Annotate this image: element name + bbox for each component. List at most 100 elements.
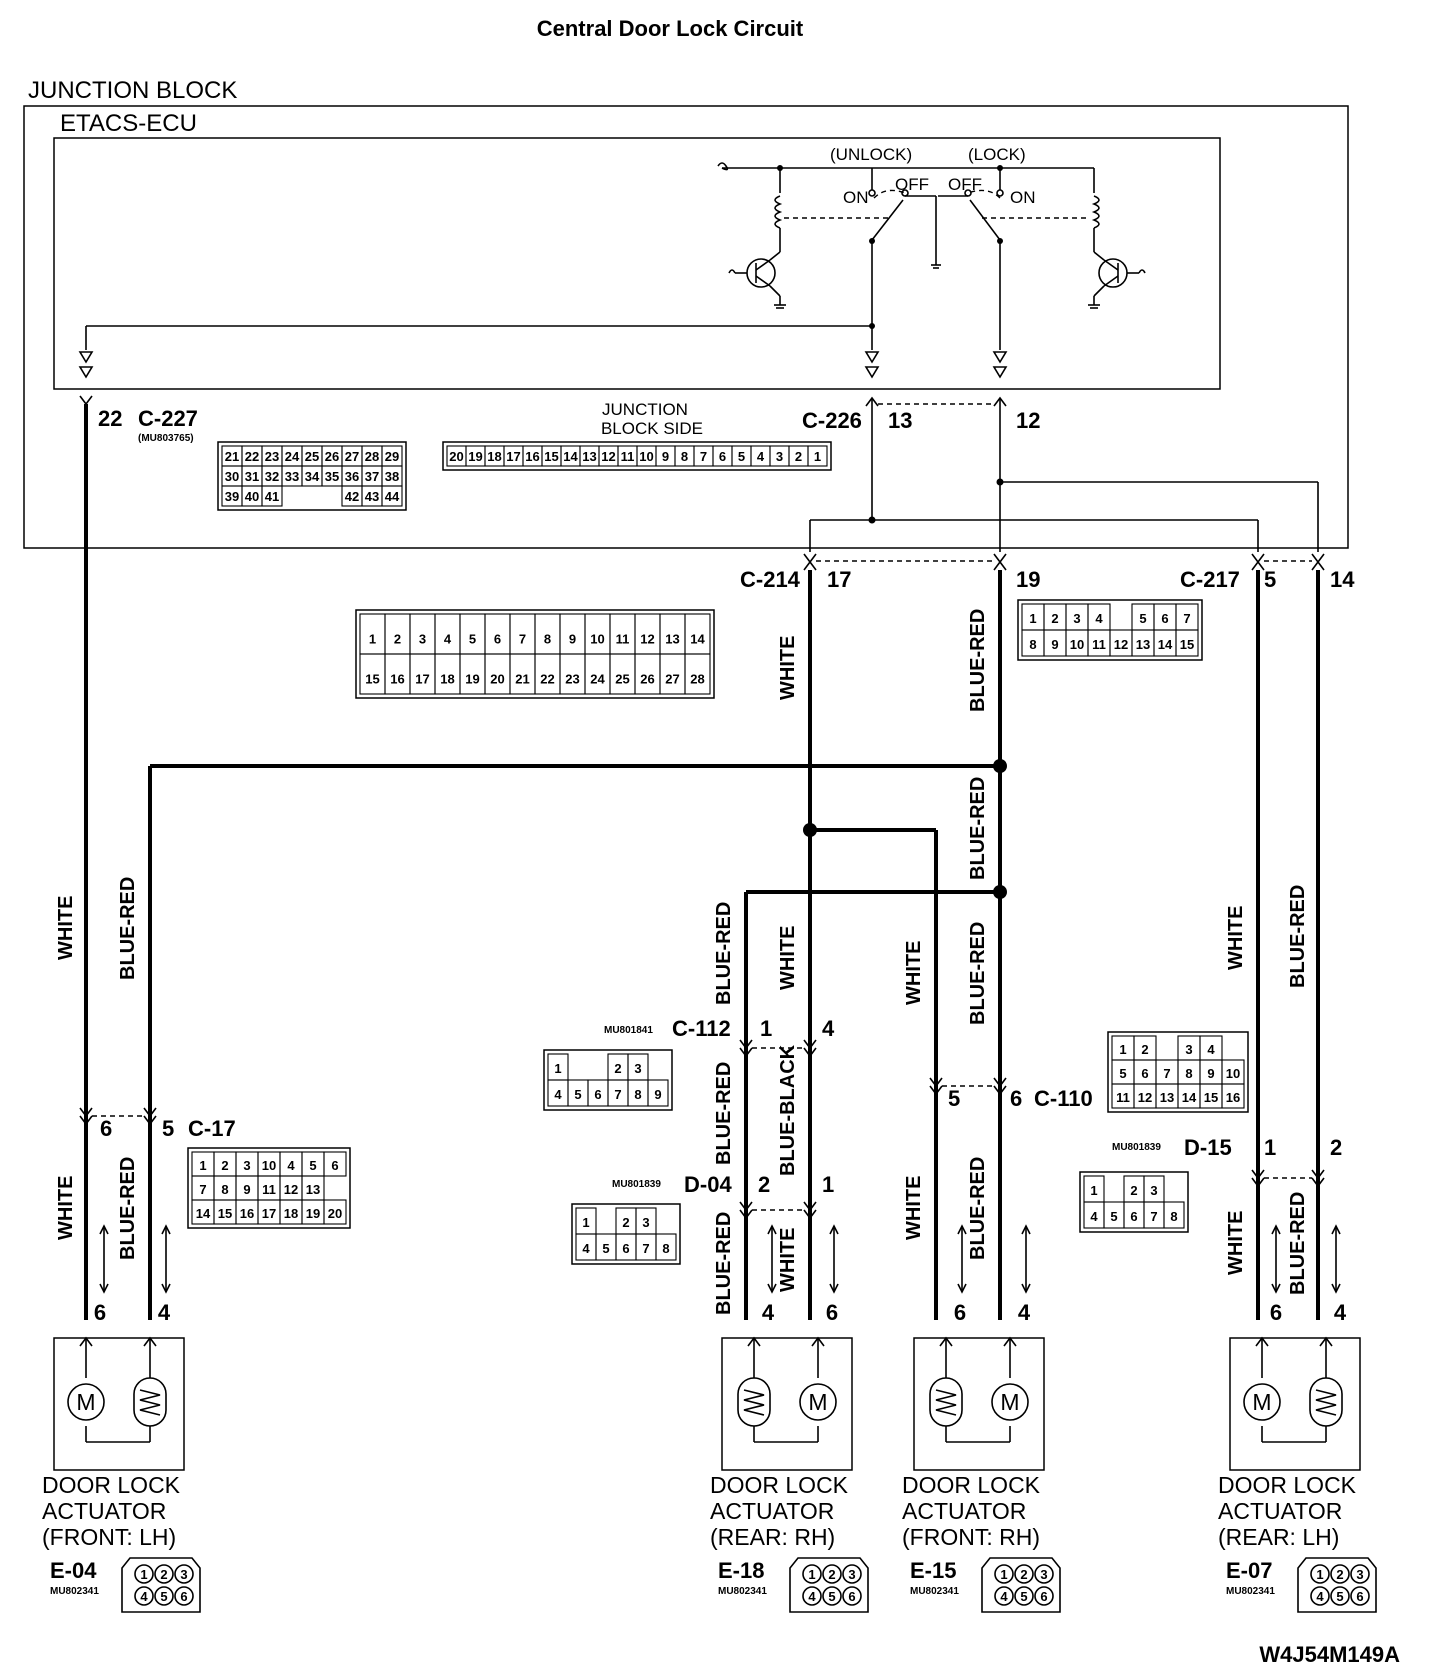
cavity-number: 1 [1090, 1183, 1097, 1198]
actuator-connector-label: E-07 [1226, 1558, 1272, 1583]
actuator-connector-pin [1014, 1586, 1034, 1606]
actuator-connector-pin [842, 1564, 862, 1584]
unlock-off-label: OFF [895, 175, 929, 194]
actuator-label: ACTUATOR [42, 1498, 166, 1524]
cavity-number: 37 [365, 469, 379, 484]
cavity-number: 44 [385, 489, 400, 504]
cavity-number: 18 [487, 449, 501, 464]
cavity-number: 10 [590, 632, 604, 647]
cavity-number: 8 [1170, 1209, 1177, 1224]
connector-cavity [655, 1233, 677, 1261]
actuator-connector-pin-number: 2 [1336, 1567, 1343, 1582]
actuator-connector-pin-number: 4 [808, 1589, 816, 1604]
actuator-connector-pin [802, 1564, 822, 1584]
d04-pin-2: 2 [758, 1172, 770, 1197]
actuator-connector-pin-number: 3 [1356, 1567, 1363, 1582]
actuator-connector-pin-number: 6 [180, 1589, 187, 1604]
c112-part: MU801841 [604, 1025, 653, 1036]
actuator-pin: 6 [954, 1300, 966, 1325]
cavity-number: 2 [1051, 611, 1058, 626]
actuator-label: ACTUATOR [710, 1498, 834, 1524]
motor-icon [991, 1383, 1029, 1421]
wire-label-blue-red: BLUE-RED [967, 609, 989, 712]
cavity-number: 7 [519, 632, 526, 647]
cavity-number: 23 [565, 672, 579, 687]
d04-label: D-04 [684, 1172, 732, 1197]
signal-arrow-head [829, 1224, 839, 1294]
actuator-connector-pin [1330, 1564, 1350, 1584]
cavity-number: 8 [1029, 637, 1036, 652]
connector-pin-marker [79, 1107, 93, 1126]
cavity-number: 29 [385, 449, 399, 464]
cavity-number: 13 [1160, 1090, 1174, 1105]
actuator-pin: 4 [762, 1300, 775, 1325]
connector-pin-marker [1251, 1169, 1265, 1188]
wire-label-white: WHITE [55, 1176, 77, 1240]
actuator-connector-pin-number: 4 [140, 1589, 148, 1604]
cavity-number: 8 [662, 1241, 669, 1256]
actuator-part-number: MU802341 [718, 1586, 767, 1597]
wire-label-blue-red: BLUE-RED [1287, 1192, 1309, 1295]
actuator-connector-pin [842, 1586, 862, 1606]
actuator-connector-pin-number: 5 [1336, 1589, 1343, 1604]
wire-label-blue-red: BLUE-RED [117, 877, 139, 980]
connector-pin-marker [993, 1077, 1007, 1096]
cavity-number: 1 [814, 449, 821, 464]
actuator-connector-pin [174, 1586, 194, 1606]
actuator-housing [913, 1337, 1045, 1471]
cavity-number: 8 [544, 632, 551, 647]
c17-label: C-17 [188, 1116, 236, 1141]
cavity-number: 32 [265, 469, 279, 484]
cavity-number: 13 [306, 1182, 320, 1197]
wire-label-white: WHITE [1225, 1211, 1247, 1275]
connector-housing [1017, 599, 1203, 661]
actuator-housing [721, 1337, 853, 1471]
cavity-number: 21 [225, 449, 239, 464]
c227-part: (MU803765) [138, 433, 194, 444]
signal-arrow-head [1021, 1224, 1031, 1294]
connector-housing [442, 441, 832, 471]
cavity-number: 19 [306, 1206, 320, 1221]
actuator-connector-face [1297, 1557, 1377, 1613]
cavity-number: 3 [1185, 1042, 1192, 1057]
unlock-on-label: ON [843, 188, 869, 207]
c214-pin-17: 17 [827, 567, 851, 592]
junction-block-label: JUNCTION BLOCK [28, 77, 237, 104]
cavity-number: 3 [634, 1061, 641, 1076]
cavity-number: 35 [325, 469, 339, 484]
cavity-number: 11 [1092, 637, 1106, 652]
connector-cavity [381, 485, 403, 507]
cavity-number: 7 [1150, 1209, 1157, 1224]
cavity-number: 28 [690, 672, 704, 687]
connector-cavity [1221, 1083, 1245, 1109]
cavity-number: 6 [1161, 611, 1168, 626]
diagram-title: Central Door Lock Circuit [537, 16, 804, 41]
actuator-connector-pin-number: 5 [160, 1589, 167, 1604]
connector-housing [187, 1147, 351, 1229]
cavity-number: 12 [284, 1182, 298, 1197]
cavity-number: 33 [285, 469, 299, 484]
cavity-number: 41 [265, 489, 279, 504]
c112-label: C-112 [672, 1016, 731, 1041]
cavity-number: 24 [285, 449, 300, 464]
connector-cavity [684, 653, 711, 695]
c112-pin-1: 1 [760, 1016, 772, 1041]
cavity-number: 34 [305, 469, 320, 484]
connector-cavity [807, 445, 828, 467]
junction-block-side-line2: BLOCK SIDE [601, 419, 703, 438]
lock-switch-icon [929, 1377, 963, 1427]
cavity-number: 4 [1095, 611, 1103, 626]
signal-arrow-head [161, 1224, 171, 1294]
cavity-number: 12 [1138, 1090, 1152, 1105]
wiring: C-214 17 19 C-217 5 14 [84, 398, 1355, 1320]
cavity-number: 4 [757, 449, 765, 464]
cavity-number: 6 [1141, 1066, 1148, 1081]
cavity-number: 13 [665, 632, 679, 647]
inline-connector-markers [79, 1039, 1341, 1294]
cavity-number: 22 [245, 449, 259, 464]
c226-pin-12: 12 [1016, 408, 1040, 433]
cavity-number: 3 [419, 632, 426, 647]
